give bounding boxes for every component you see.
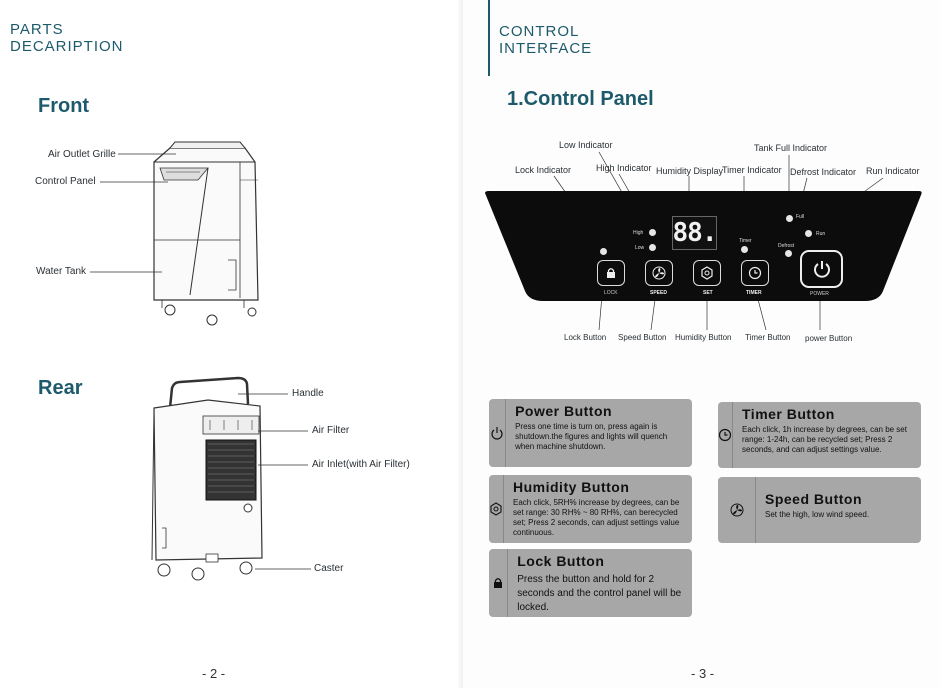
card-power-button: Power Button Press one time is turn on, …	[489, 399, 692, 467]
panel-speed-button[interactable]	[645, 260, 673, 286]
label-lock-indicator: Lock Indicator	[515, 165, 572, 175]
card-humidity-icon-cell	[489, 475, 504, 543]
timer-icon	[718, 428, 732, 442]
leader-water-tank	[90, 271, 162, 273]
panel-set-button[interactable]	[693, 260, 721, 286]
label-air-filter: Air Filter	[312, 425, 350, 436]
panel-text-speed: SPEED	[650, 290, 667, 296]
control-section-title: CONTROL INTERFACE	[499, 23, 592, 57]
label-air-inlet: Air Inlet(with Air Filter)	[312, 459, 410, 470]
run-indicator-dot	[805, 230, 812, 237]
panel-power-button[interactable]	[800, 250, 843, 288]
left-page: PARTS DECARIPTION Front Air Outlet Grill…	[0, 0, 463, 688]
label-low-indicator: Low Indicator	[559, 140, 613, 150]
front-heading: Front	[38, 95, 90, 117]
low-indicator-dot	[649, 244, 656, 251]
parts-section-title: PARTS DECARIPTION	[10, 21, 124, 55]
front-unit-illustration	[153, 141, 259, 326]
card-timer-icon-cell	[718, 402, 733, 468]
label-control-panel: Control Panel	[35, 176, 96, 187]
card-humidity-button: Humidity Button Each click, 5RH% increas…	[489, 475, 692, 543]
right-page: CONTROL INTERFACE 1.Control Panel Low In…	[463, 0, 940, 688]
panel-text-set: SET	[703, 290, 713, 296]
control-panel-heading: 1.Control Panel	[507, 88, 654, 110]
full-indicator-dot	[786, 215, 793, 222]
panel-text-defrost: Defrost	[778, 243, 795, 249]
label-high-indicator: High Indicator	[596, 163, 652, 173]
panel-text-high: High	[633, 230, 644, 236]
card-speed-title: Speed Button	[765, 491, 862, 507]
section-title-line2: INTERFACE	[499, 40, 593, 57]
card-speed-desc: Set the high, low wind speed.	[765, 510, 870, 519]
label-power-button: power Button	[805, 334, 853, 343]
lock-icon	[494, 578, 503, 588]
humidity-gear-icon	[490, 502, 502, 516]
defrost-indicator-dot	[785, 250, 792, 257]
humidity-display-digits: 88.	[672, 218, 718, 248]
leader-caster	[255, 568, 311, 570]
page-number-left: - 2 -	[202, 666, 226, 681]
panel-text-power: POWER	[810, 291, 829, 297]
label-timer-button: Timer Button	[745, 333, 791, 342]
panel-lock-button[interactable]	[597, 260, 625, 286]
panel-timer-button[interactable]	[741, 260, 769, 286]
page-number-right: - 3 -	[691, 666, 715, 681]
leader-control-panel	[100, 181, 168, 183]
label-run-indicator: Run Indicator	[866, 166, 920, 176]
timer-icon	[748, 266, 762, 280]
label-humidity-display: Humidity Display	[656, 166, 724, 176]
power-icon	[813, 261, 830, 278]
card-timer-button: Timer Button Each click, 1h increase by …	[718, 402, 921, 468]
panel-text-low: Low	[635, 245, 645, 251]
card-speed-icon-cell	[718, 477, 756, 543]
panel-leader-lines	[553, 151, 884, 331]
card-speed-button: Speed Button Set the high, low wind spee…	[718, 477, 921, 543]
card-timer-title: Timer Button	[742, 406, 835, 422]
label-caster: Caster	[314, 563, 344, 574]
humidity-display: 88.	[672, 216, 717, 250]
label-handle: Handle	[292, 388, 324, 399]
panel-text-lock: LOCK	[604, 290, 618, 296]
rear-heading: Rear	[38, 377, 83, 399]
power-icon	[491, 427, 503, 440]
section-title-line1: PARTS	[10, 21, 64, 38]
label-air-outlet-grille: Air Outlet Grille	[48, 149, 116, 160]
section-accent-bar	[488, 0, 490, 76]
label-humidity-button: Humidity Button	[675, 333, 732, 342]
fan-icon	[652, 266, 666, 280]
panel-text-timer-btn: TIMER	[746, 290, 762, 296]
card-power-title: Power Button	[515, 403, 613, 419]
label-tank-full-indicator: Tank Full Indicator	[754, 143, 828, 153]
panel-text-run: Run	[816, 231, 826, 237]
card-power-desc: Press one time is turn on, press again i…	[515, 422, 668, 451]
card-lock-button: Lock Button Press the button and hold fo…	[489, 549, 692, 617]
section-title-line2: DECARIPTION	[10, 38, 124, 55]
timer-indicator-dot	[741, 246, 748, 253]
label-water-tank: Water Tank	[36, 266, 87, 277]
high-indicator-dot	[649, 229, 656, 236]
label-lock-button: Lock Button	[564, 333, 607, 342]
panel-text-full: Full	[796, 214, 805, 220]
leader-air-outlet	[118, 153, 176, 155]
label-speed-button: Speed Button	[618, 333, 667, 342]
label-timer-indicator: Timer Indicator	[722, 165, 782, 175]
card-humidity-title: Humidity Button	[513, 479, 630, 495]
leader-handle	[238, 393, 288, 395]
lock-icon	[607, 268, 615, 278]
leader-air-inlet	[258, 464, 308, 466]
card-timer-desc: Each click, 1h increase by degrees, can …	[742, 425, 907, 454]
section-title-line1: CONTROL	[499, 23, 580, 40]
card-lock-desc: Press the button and hold for 2 seconds …	[517, 574, 682, 613]
card-power-icon-cell	[489, 399, 507, 467]
panel-text-timer: Timer	[739, 238, 752, 244]
card-humidity-desc: Each click, 5RH% increase by degrees, ca…	[513, 498, 680, 537]
label-defrost-indicator: Defrost Indicator	[790, 167, 857, 177]
lock-indicator-dot	[600, 248, 607, 255]
card-lock-title: Lock Button	[517, 553, 605, 569]
card-lock-icon-cell	[489, 549, 509, 617]
leader-air-filter	[258, 430, 308, 432]
humidity-gear-icon	[701, 266, 713, 280]
fan-icon	[730, 503, 743, 517]
rear-unit-illustration	[151, 376, 263, 581]
